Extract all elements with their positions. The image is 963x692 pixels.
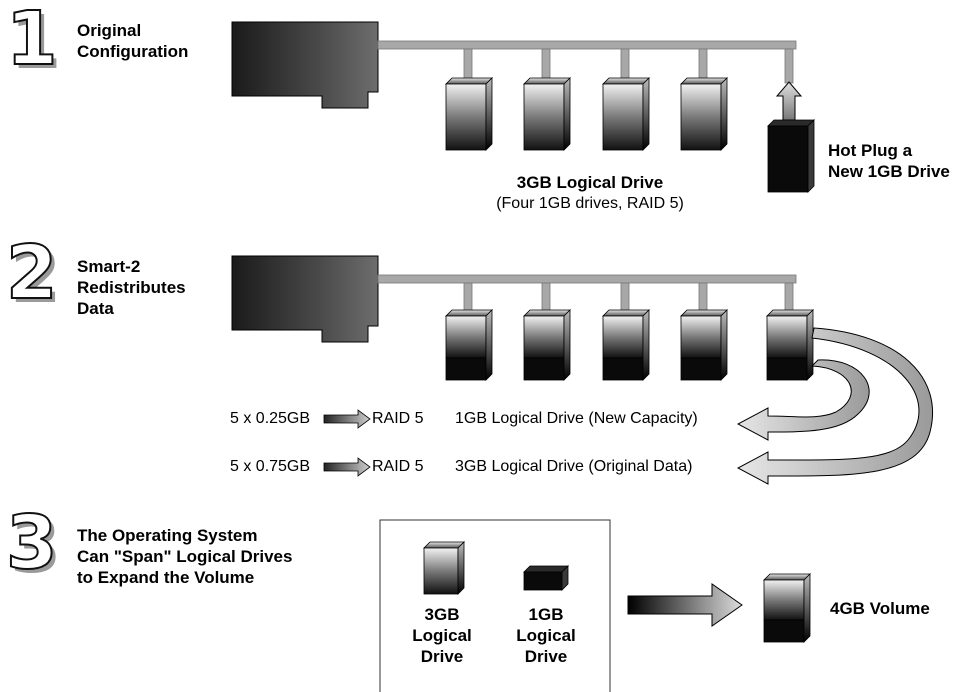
hot-plug-drive xyxy=(767,119,815,193)
row2-raid: RAID 5 xyxy=(372,458,424,475)
drive-step2-1 xyxy=(445,309,493,381)
curved-arrow-original-data xyxy=(736,327,934,485)
logical-drive-3gb-label: 3GB Logical Drive xyxy=(412,605,472,666)
hot-plug-up-arrow xyxy=(775,81,803,121)
logical-drive-1gb-label: 1GB Logical Drive xyxy=(516,605,576,666)
row1-size: 5 x 0.25GB xyxy=(230,410,311,427)
controller-card-step2 xyxy=(231,255,379,343)
logical-drive-1gb-icon xyxy=(523,565,569,591)
step-1-title: Original Configuration xyxy=(77,21,189,61)
span-arrow xyxy=(627,583,743,627)
hot-plug-label: Hot Plug a New 1GB Drive xyxy=(828,141,950,181)
step-3-number: 3 xyxy=(5,500,58,586)
row2-result: 3GB Logical Drive (Original Data) xyxy=(455,458,693,475)
step-1-logical-drive-sub: (Four 1GB drives, RAID 5) xyxy=(496,195,684,212)
drive-step1-4 xyxy=(680,77,728,151)
row1-arrow xyxy=(323,409,371,429)
drive-step1-3 xyxy=(602,77,650,151)
drive-step2-4 xyxy=(680,309,728,381)
step-1-logical-drive-label: 3GB Logical Drive xyxy=(516,173,664,192)
logical-drives-box xyxy=(379,519,611,692)
step-1-number: 1 xyxy=(5,0,58,82)
curved-arrow-new-capacity xyxy=(736,359,870,441)
volume-4gb-label: 4GB Volume xyxy=(830,599,930,618)
drive-step1-2 xyxy=(523,77,571,151)
drive-step2-2 xyxy=(523,309,571,381)
bus-step1 xyxy=(377,40,797,84)
step-2-number: 2 xyxy=(5,230,58,316)
row1-result: 1GB Logical Drive (New Capacity) xyxy=(455,410,698,427)
step-2-title: Smart-2 Redistributes Data xyxy=(77,257,186,318)
controller-card-step1 xyxy=(231,21,379,109)
logical-drive-3gb-icon xyxy=(423,541,465,595)
drive-step1-1 xyxy=(445,77,493,151)
step-3-title: The Operating System Can "Span" Logical … xyxy=(77,526,293,587)
drive-step2-5 xyxy=(766,309,814,381)
row2-size: 5 x 0.75GB xyxy=(230,458,311,475)
volume-4gb-icon xyxy=(763,573,811,643)
bus-step2 xyxy=(377,274,797,314)
row1-raid: RAID 5 xyxy=(372,410,424,427)
drive-step2-3 xyxy=(602,309,650,381)
row2-arrow xyxy=(323,457,371,477)
